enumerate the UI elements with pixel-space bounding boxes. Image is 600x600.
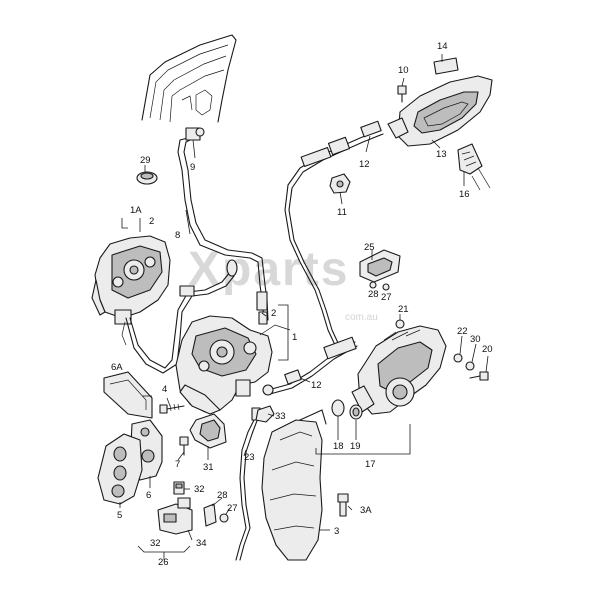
lock-cable-harness <box>125 259 238 374</box>
watermark-url: com.au <box>345 312 378 323</box>
callout-labels: 1A 2 29 9 8 10 14 12 13 11 16 25 28 27 2… <box>111 41 493 568</box>
callout-31: 31 <box>203 462 214 473</box>
callout-25: 25 <box>364 242 375 253</box>
trim-16 <box>457 143 491 191</box>
callout-17: 17 <box>365 459 376 470</box>
switch-34 <box>157 497 193 535</box>
callout-29: 29 <box>140 155 151 166</box>
door-handle-13 <box>387 75 493 147</box>
callout-27-lower: 27 <box>227 503 238 514</box>
callout-2-lower: 2 <box>271 308 276 319</box>
callout-14: 14 <box>437 41 448 52</box>
callout-33: 33 <box>275 411 286 422</box>
cable-23 <box>235 407 261 561</box>
watermark-brand: Xparts <box>188 243 349 296</box>
callout-7: 7 <box>175 459 180 470</box>
cover-6a <box>103 371 153 419</box>
connector-32-upper <box>173 481 185 495</box>
callout-9: 9 <box>190 162 195 173</box>
fasteners-28-27 <box>369 281 390 291</box>
callout-27-upper: 27 <box>381 292 392 303</box>
callout-6a: 6A <box>111 362 123 373</box>
door-lock-1a <box>91 235 171 346</box>
callout-32-lower: 32 <box>150 538 161 549</box>
screw-10 <box>397 85 407 103</box>
plug-29 <box>136 171 158 185</box>
callout-28-lower: 28 <box>217 490 228 501</box>
callout-34: 34 <box>196 538 207 549</box>
callout-21: 21 <box>398 304 409 315</box>
callout-3a: 3A <box>360 505 372 516</box>
callout-10: 10 <box>398 65 409 76</box>
clip-33 <box>255 405 275 423</box>
inner-panel-3 <box>261 409 327 561</box>
callout-12-lower: 12 <box>311 380 322 391</box>
bracket-25 <box>359 249 401 283</box>
callout-8: 8 <box>175 230 180 241</box>
rod-assembly <box>177 127 269 325</box>
callout-19: 19 <box>350 441 361 452</box>
actuator-17 <box>351 325 447 415</box>
callout-26: 26 <box>158 557 169 568</box>
leader-lines <box>119 54 489 560</box>
callout-4: 4 <box>162 384 167 395</box>
bowden-cable-12-lower <box>262 336 358 396</box>
callout-6: 6 <box>146 490 151 501</box>
door-lock-1 <box>175 315 291 415</box>
callout-22: 22 <box>457 326 468 337</box>
callout-2-upper: 2 <box>149 216 154 227</box>
clip-11 <box>329 173 351 194</box>
screw-7 <box>179 436 189 456</box>
grommet-31 <box>189 413 227 449</box>
callout-11: 11 <box>337 207 347 218</box>
callout-28-upper: 28 <box>368 289 379 300</box>
parts-18-19 <box>331 399 363 420</box>
callout-13: 13 <box>436 149 447 160</box>
fasteners-28-27-lower <box>203 503 229 527</box>
screw-4 <box>159 403 185 414</box>
bowden-cable-12 <box>284 120 384 346</box>
callout-32-upper: 32 <box>194 484 205 495</box>
callout-16: 16 <box>459 189 470 200</box>
fasteners-21-22-30-20 <box>395 319 489 381</box>
callout-1: 1 <box>292 332 297 343</box>
callout-18: 18 <box>333 441 344 452</box>
door-frame <box>141 34 237 123</box>
trim-14 <box>433 57 459 75</box>
button-pad-5 <box>97 433 143 505</box>
callout-1a: 1A <box>130 205 142 216</box>
callout-30: 30 <box>470 334 481 345</box>
callout-20: 20 <box>482 344 493 355</box>
watermark: Xparts com.au <box>188 243 378 323</box>
callout-23: 23 <box>244 452 255 463</box>
callout-3: 3 <box>334 526 339 537</box>
clip-3a <box>337 493 349 517</box>
callout-12-upper: 12 <box>359 159 370 170</box>
callout-5: 5 <box>117 510 122 521</box>
